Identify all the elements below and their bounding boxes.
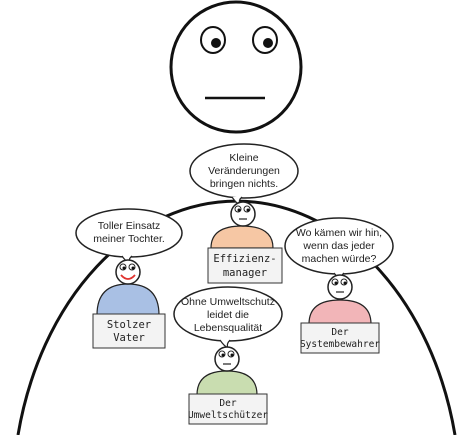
name-vater-2: Vater: [113, 332, 145, 344]
name-effizienz-2: manager: [223, 267, 267, 279]
big-head-right-eye: [252, 26, 278, 54]
head-umwelt: [214, 346, 240, 372]
name-system-1: Der: [331, 327, 348, 338]
body-system: [308, 299, 372, 325]
bubble-text-umwelt-3: Lebensqualität: [194, 322, 262, 334]
name-sign-effizienz: Effizienz- manager: [207, 247, 283, 284]
name-vater-1: Stolzer: [107, 319, 151, 331]
big-head: [169, 0, 303, 134]
bubble-text-effizienz-3: bringen nichts.: [210, 178, 278, 190]
figure-umweltschuetzer: Ohne Umweltschutz leidet die Lebensquali…: [173, 286, 283, 425]
name-sign-umwelt: Der Umweltschützer: [188, 393, 268, 425]
figure-effizienzmanager: Kleine Veränderungen bringen nichts. Eff…: [189, 143, 299, 284]
name-system-2: Systembewahrer: [300, 339, 380, 350]
smile-mouth-vater: [120, 274, 136, 280]
big-head-left-eye: [200, 26, 226, 54]
bubble-text-vater-2: meiner Tochter.: [93, 233, 165, 245]
name-effizienz-1: Effizienz-: [213, 253, 276, 265]
bubble-text-umwelt-1: Ohne Umweltschutz: [181, 296, 275, 308]
head-system: [327, 274, 353, 300]
speech-bubble-umwelt: Ohne Umweltschutz leidet die Lebensquali…: [173, 286, 283, 350]
bubble-text-umwelt-2: leidet die: [207, 309, 249, 321]
bubble-text-effizienz-2: Veränderungen: [208, 165, 280, 177]
name-sign-system: Der Systembewahrer: [300, 322, 380, 354]
speech-bubble-effizienz: Kleine Veränderungen bringen nichts.: [189, 143, 299, 207]
speech-bubble-vater: Toller Einsatz meiner Tochter.: [75, 208, 183, 264]
name-sign-vater: Stolzer Vater: [92, 313, 166, 349]
bubble-text-system-3: machen würde?: [302, 253, 377, 265]
big-head-outline: [169, 0, 303, 134]
bubble-text-system-2: wenn das jeder: [302, 240, 375, 252]
name-umwelt-1: Der: [219, 398, 236, 409]
speech-bubble-system: Wo kämen wir hin, wenn das jeder machen …: [284, 217, 394, 282]
head-vater: [115, 259, 141, 285]
bubble-text-system-1: Wo kämen wir hin,: [296, 227, 382, 239]
figure-systembewahrer: Wo kämen wir hin, wenn das jeder machen …: [284, 217, 394, 354]
bubble-text-vater-1: Toller Einsatz: [98, 220, 160, 232]
name-umwelt-2: Umweltschützer: [188, 410, 268, 421]
bubble-text-effizienz-1: Kleine: [229, 152, 258, 164]
head-effizienz: [230, 201, 256, 227]
figure-stolzer-vater: Toller Einsatz meiner Tochter. Stolzer V…: [75, 208, 183, 349]
